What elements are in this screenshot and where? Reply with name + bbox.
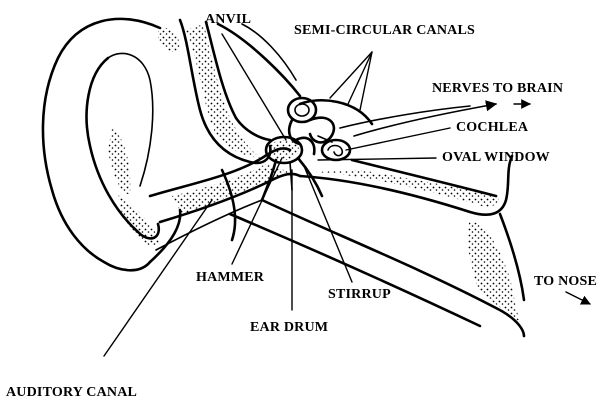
label-auditory-canal: AUDITORY CANAL xyxy=(6,385,137,400)
leader-cochlea xyxy=(346,128,450,150)
leader-canals-1 xyxy=(330,52,372,98)
to-nose-arrow xyxy=(566,292,590,304)
leader-canals-3 xyxy=(348,52,372,104)
leader-stirrup xyxy=(304,166,352,282)
label-hammer: HAMMER xyxy=(196,270,265,285)
label-oval-window: OVAL WINDOW xyxy=(442,150,550,165)
label-ear-drum: EAR DRUM xyxy=(250,320,328,335)
label-nerves-to-brain: NERVES TO BRAIN xyxy=(432,81,563,96)
label-anvil: ANVIL xyxy=(205,12,251,27)
label-semicircular-canals: SEMI-CIRCULAR CANALS xyxy=(294,23,475,38)
inner-ear xyxy=(288,98,372,160)
label-stirrup: STIRRUP xyxy=(328,287,391,302)
label-to-nose: TO NOSE xyxy=(534,274,597,289)
leader-canals-2 xyxy=(360,52,372,110)
label-cochlea: COCHLEA xyxy=(456,120,529,135)
outer-ear xyxy=(43,19,180,270)
leader-oval-window xyxy=(318,158,436,160)
